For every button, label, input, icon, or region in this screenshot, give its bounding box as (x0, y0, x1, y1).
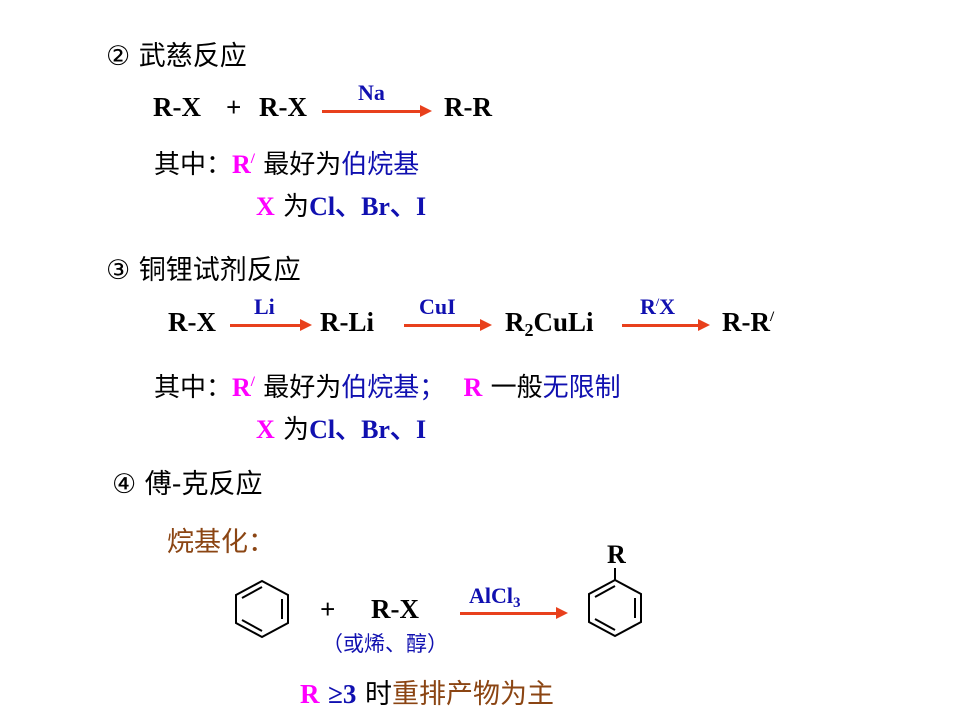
cuprate-note2-x: X (256, 415, 275, 444)
friedel-catalyst: AlCl3 (469, 583, 521, 612)
cuprate-step-1: R-X (168, 307, 216, 337)
cuprate-arrow-2 (404, 319, 492, 331)
wurtz-note1-blue: 伯烷基 (341, 150, 420, 180)
wurtz-note-2: X 为Cl、Br、I (256, 186, 426, 223)
wurtz-plus: + (226, 92, 242, 122)
friedel-footer-black: 时 (365, 679, 393, 710)
cuprate-note1-r2: R (463, 373, 483, 402)
friedel-footer-brown: 重排产物为主 (392, 679, 555, 710)
cuprate-note-1: 其中：R/ 最好为伯烷基； R 一般无限制 (154, 367, 621, 404)
wurtz-reagent: Na (358, 80, 385, 105)
friedel-footer-r: R (300, 679, 320, 709)
cuprate-arrow-1 (230, 319, 312, 331)
cuprate-note1-r-letter: R (232, 373, 251, 402)
wurtz-note1-black: 最好为 (263, 150, 342, 180)
friedel-arrow (460, 607, 568, 619)
wurtz-note1-prefix: 其中： (154, 150, 233, 180)
cuprate-step-4: R-R/ (722, 307, 774, 338)
wurtz-note-1: 其中：R/ 最好为伯烷基 (154, 144, 419, 181)
cuprate-step-2: R-Li (320, 307, 374, 337)
cuprate-s3-sub: 2 (524, 320, 534, 340)
cuprate-note1-r: R/ (232, 373, 255, 402)
friedel-footer: R ≥3 时重排产物为主 (300, 672, 554, 711)
cuprate-arrow-3 (622, 319, 710, 331)
cuprate-note1-black2: 一般 (490, 373, 543, 403)
friedel-reagent: R-X (371, 594, 419, 624)
cuprate-note1-prefix: 其中： (154, 373, 233, 403)
wurtz-note2-x: X (256, 192, 275, 221)
cuprate-s3-r: R (505, 307, 525, 337)
wurtz-product: R-R (444, 92, 492, 122)
cuprate-a3-prime: / (655, 295, 660, 309)
wurtz-note1-prime: / (250, 151, 255, 167)
cuprate-s3-rest: CuLi (533, 307, 594, 337)
benzene-ring-icon (235, 579, 289, 639)
friedel-plus: + (320, 594, 336, 624)
cuprate-note1-prime: / (250, 374, 255, 390)
wurtz-heading: ② 武慈反应 (106, 41, 247, 72)
friedel-cat-sub: 3 (513, 595, 521, 611)
cuprate-s4-main: R-R (722, 307, 770, 337)
wurtz-note1-r: R/ (232, 150, 255, 179)
friedel-product-substituent: R (607, 540, 626, 569)
wurtz-reactant-2: R-X (259, 92, 307, 122)
cuprate-a3-r: R (640, 294, 656, 319)
benzene-product-icon (588, 568, 642, 638)
cuprate-arrow1-label: Li (254, 294, 275, 319)
cuprate-note1-blue: 伯烷基； (341, 373, 446, 403)
cuprate-step-3: R2CuLi (505, 307, 594, 341)
friedel-cat-main: AlCl (469, 583, 513, 608)
cuprate-note1-blue2: 无限制 (542, 373, 621, 403)
friedel-subheading: 烷基化： (167, 527, 275, 558)
cuprate-heading: ③ 铜锂试剂反应 (106, 255, 301, 286)
cuprate-a3-x: X (659, 294, 676, 319)
wurtz-note2-black: 为 (283, 192, 310, 222)
cuprate-note2-blue: Cl、Br、I (309, 415, 427, 444)
cuprate-note1-black: 最好为 (263, 373, 342, 403)
cuprate-arrow3-label: R/X (640, 294, 675, 320)
cuprate-note2-black: 为 (283, 415, 310, 445)
wurtz-note1-r-letter: R (232, 150, 251, 179)
wurtz-note2-blue: Cl、Br、I (309, 192, 427, 221)
friedel-heading: ④ 傅-克反应 (112, 469, 263, 500)
wurtz-reactant-1: R-X (153, 92, 201, 122)
cuprate-arrow2-label: CuI (419, 294, 456, 319)
cuprate-note-2: X 为Cl、Br、I (256, 409, 426, 446)
friedel-reagent-note: （或烯、醇） (322, 632, 448, 656)
cuprate-s4-prime: / (770, 309, 775, 325)
friedel-footer-ge: ≥3 (328, 679, 357, 709)
wurtz-arrow (322, 105, 432, 117)
